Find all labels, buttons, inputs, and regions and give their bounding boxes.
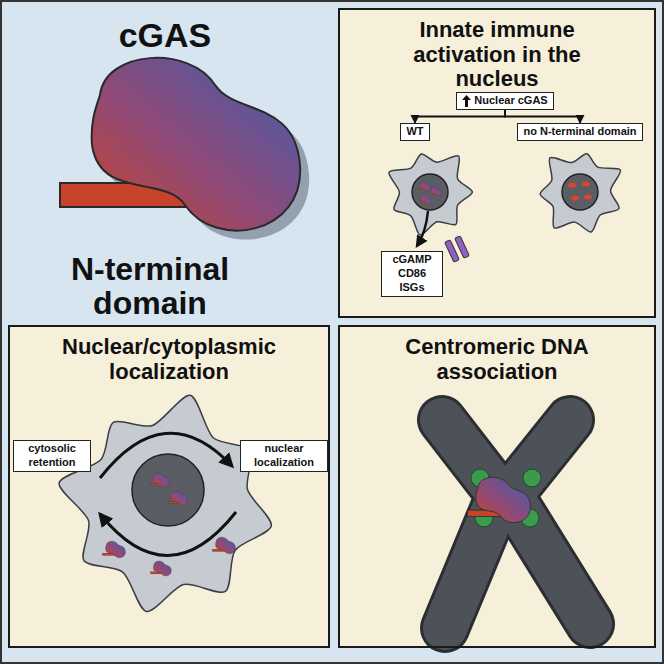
box-text: cytosolic retention (19, 442, 85, 470)
box-text: no N-terminal domain (523, 125, 636, 139)
label-box: cytosolic retention (13, 440, 91, 472)
box-text: Nuclear cGAS (474, 94, 547, 108)
panel-fill (338, 325, 656, 648)
cgas-protein (60, 58, 309, 240)
protein-name: cGAS (45, 17, 285, 54)
label-box: Nuclear cGAS (456, 92, 553, 110)
branch-connector (415, 110, 505, 123)
label-box: nuclear localization (240, 440, 328, 472)
label-box: no N-terminal domain (517, 123, 642, 141)
receptor-symbol (445, 236, 470, 262)
panel-box: Nuclear/cytoplasmic localization cytosoli… (8, 325, 330, 648)
cell-body (59, 395, 271, 611)
box-text: WT (406, 125, 423, 139)
panel-fill (8, 325, 330, 648)
import-arrow (100, 433, 232, 478)
panel-fill (338, 8, 656, 318)
retention-arrow (100, 512, 236, 556)
branch-connector (505, 110, 580, 123)
nucleus-wt (412, 174, 448, 210)
cgas-icon (151, 561, 172, 576)
panel-box: Centromeric DNA association (338, 325, 656, 648)
cell (59, 395, 271, 611)
cgas-icon (213, 537, 236, 553)
cgas-icon (150, 473, 169, 487)
panel-title: Nuclear/cytoplasmic localization (19, 335, 319, 384)
panel-title: Centromeric DNA association (382, 335, 612, 384)
cgas-icon (168, 491, 187, 505)
box-text: cGAMP CD86 ISGs (387, 253, 437, 294)
panel-title: Innate immune activation in the nucleus (392, 18, 602, 92)
secretion-arrow (417, 211, 428, 246)
cell-body (540, 154, 620, 232)
dendritic-cells (389, 154, 621, 235)
chromosome (442, 420, 590, 628)
box-text: nuclear localization (246, 442, 322, 470)
domain-label: N-terminal domain (20, 253, 280, 320)
cgas-icon (103, 541, 126, 557)
label-box: cGAMP CD86 ISGs (381, 251, 443, 296)
panel-box: Innate immune activation in the nucleusN… (338, 8, 656, 318)
label-box: WT (400, 123, 429, 141)
nucleus-mutant (562, 174, 598, 210)
nucleus (132, 454, 204, 526)
centromere-proteins (468, 469, 541, 527)
cell-body (389, 154, 473, 235)
up-arrow-symbol (462, 95, 471, 107)
